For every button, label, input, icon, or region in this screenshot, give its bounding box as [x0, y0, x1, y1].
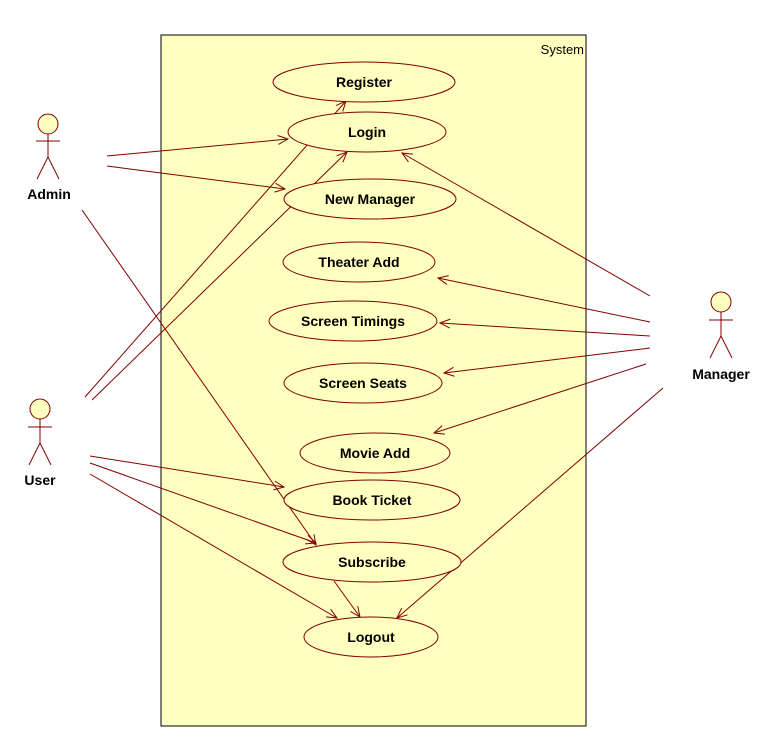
actor-label: Manager — [692, 366, 750, 382]
use-case-logout[interactable]: Logout — [303, 616, 439, 658]
use-case-label: Screen Timings — [301, 313, 405, 329]
use-case-label: Movie Add — [340, 445, 410, 461]
actor-label: User — [24, 472, 56, 488]
stick-figure-icon — [709, 291, 733, 359]
stick-figure-icon — [36, 113, 60, 180]
association-user-logout — [89, 473, 339, 619]
use-case-theater-add[interactable]: Theater Add — [282, 241, 436, 283]
arrowhead-icon — [304, 535, 318, 545]
use-case-label: Theater Add — [318, 254, 399, 270]
arrowhead-icon — [442, 366, 455, 377]
association-admin-login — [106, 134, 290, 157]
system-label: System — [541, 42, 584, 57]
use-case-screen-seats[interactable]: Screen Seats — [283, 362, 443, 404]
actor-label: Admin — [27, 186, 71, 202]
association-user-book-ticket — [89, 455, 286, 491]
use-case-label: Logout — [347, 629, 395, 645]
use-case-label: Book Ticket — [332, 492, 411, 508]
associations — [81, 100, 664, 619]
actor-admin[interactable]: Admin — [27, 113, 71, 202]
use-case-login[interactable]: Login — [287, 111, 447, 153]
arrowhead-icon — [436, 275, 449, 285]
use-case-label: Subscribe — [338, 554, 406, 570]
association-manager-theater-add — [436, 275, 651, 323]
arrowhead-icon — [438, 318, 451, 329]
actor-user[interactable]: User — [24, 398, 56, 488]
use-case-subscribe[interactable]: Subscribe — [282, 541, 462, 583]
association-manager-movie-add — [432, 363, 647, 435]
use-case-label: Register — [336, 74, 393, 90]
arrowhead-icon — [274, 182, 287, 193]
association-manager-login — [400, 152, 651, 297]
arrowhead-icon — [400, 152, 413, 163]
association-user-subscribe — [89, 462, 318, 545]
arrowhead-icon — [432, 425, 445, 435]
use-case-book-ticket[interactable]: Book Ticket — [283, 479, 461, 521]
arrowhead-icon — [326, 608, 339, 619]
arrowhead-icon — [273, 480, 286, 491]
association-manager-screen-timings — [438, 318, 651, 337]
association-admin-new-manager — [106, 165, 287, 193]
use-case-register[interactable]: Register — [272, 61, 456, 103]
use-case-label: New Manager — [325, 191, 416, 207]
use-case-label: Screen Seats — [319, 375, 407, 391]
stick-figure-icon — [28, 398, 52, 466]
actor-manager[interactable]: Manager — [692, 291, 750, 382]
use-case-screen-timings[interactable]: Screen Timings — [268, 300, 438, 342]
use-case-label: Login — [348, 124, 386, 140]
arrowhead-icon — [277, 134, 290, 145]
use-case-movie-add[interactable]: Movie Add — [299, 432, 451, 474]
use-case-new-manager[interactable]: New Manager — [283, 178, 457, 220]
arrowhead-icon — [336, 151, 348, 163]
association-manager-screen-seats — [442, 347, 651, 377]
